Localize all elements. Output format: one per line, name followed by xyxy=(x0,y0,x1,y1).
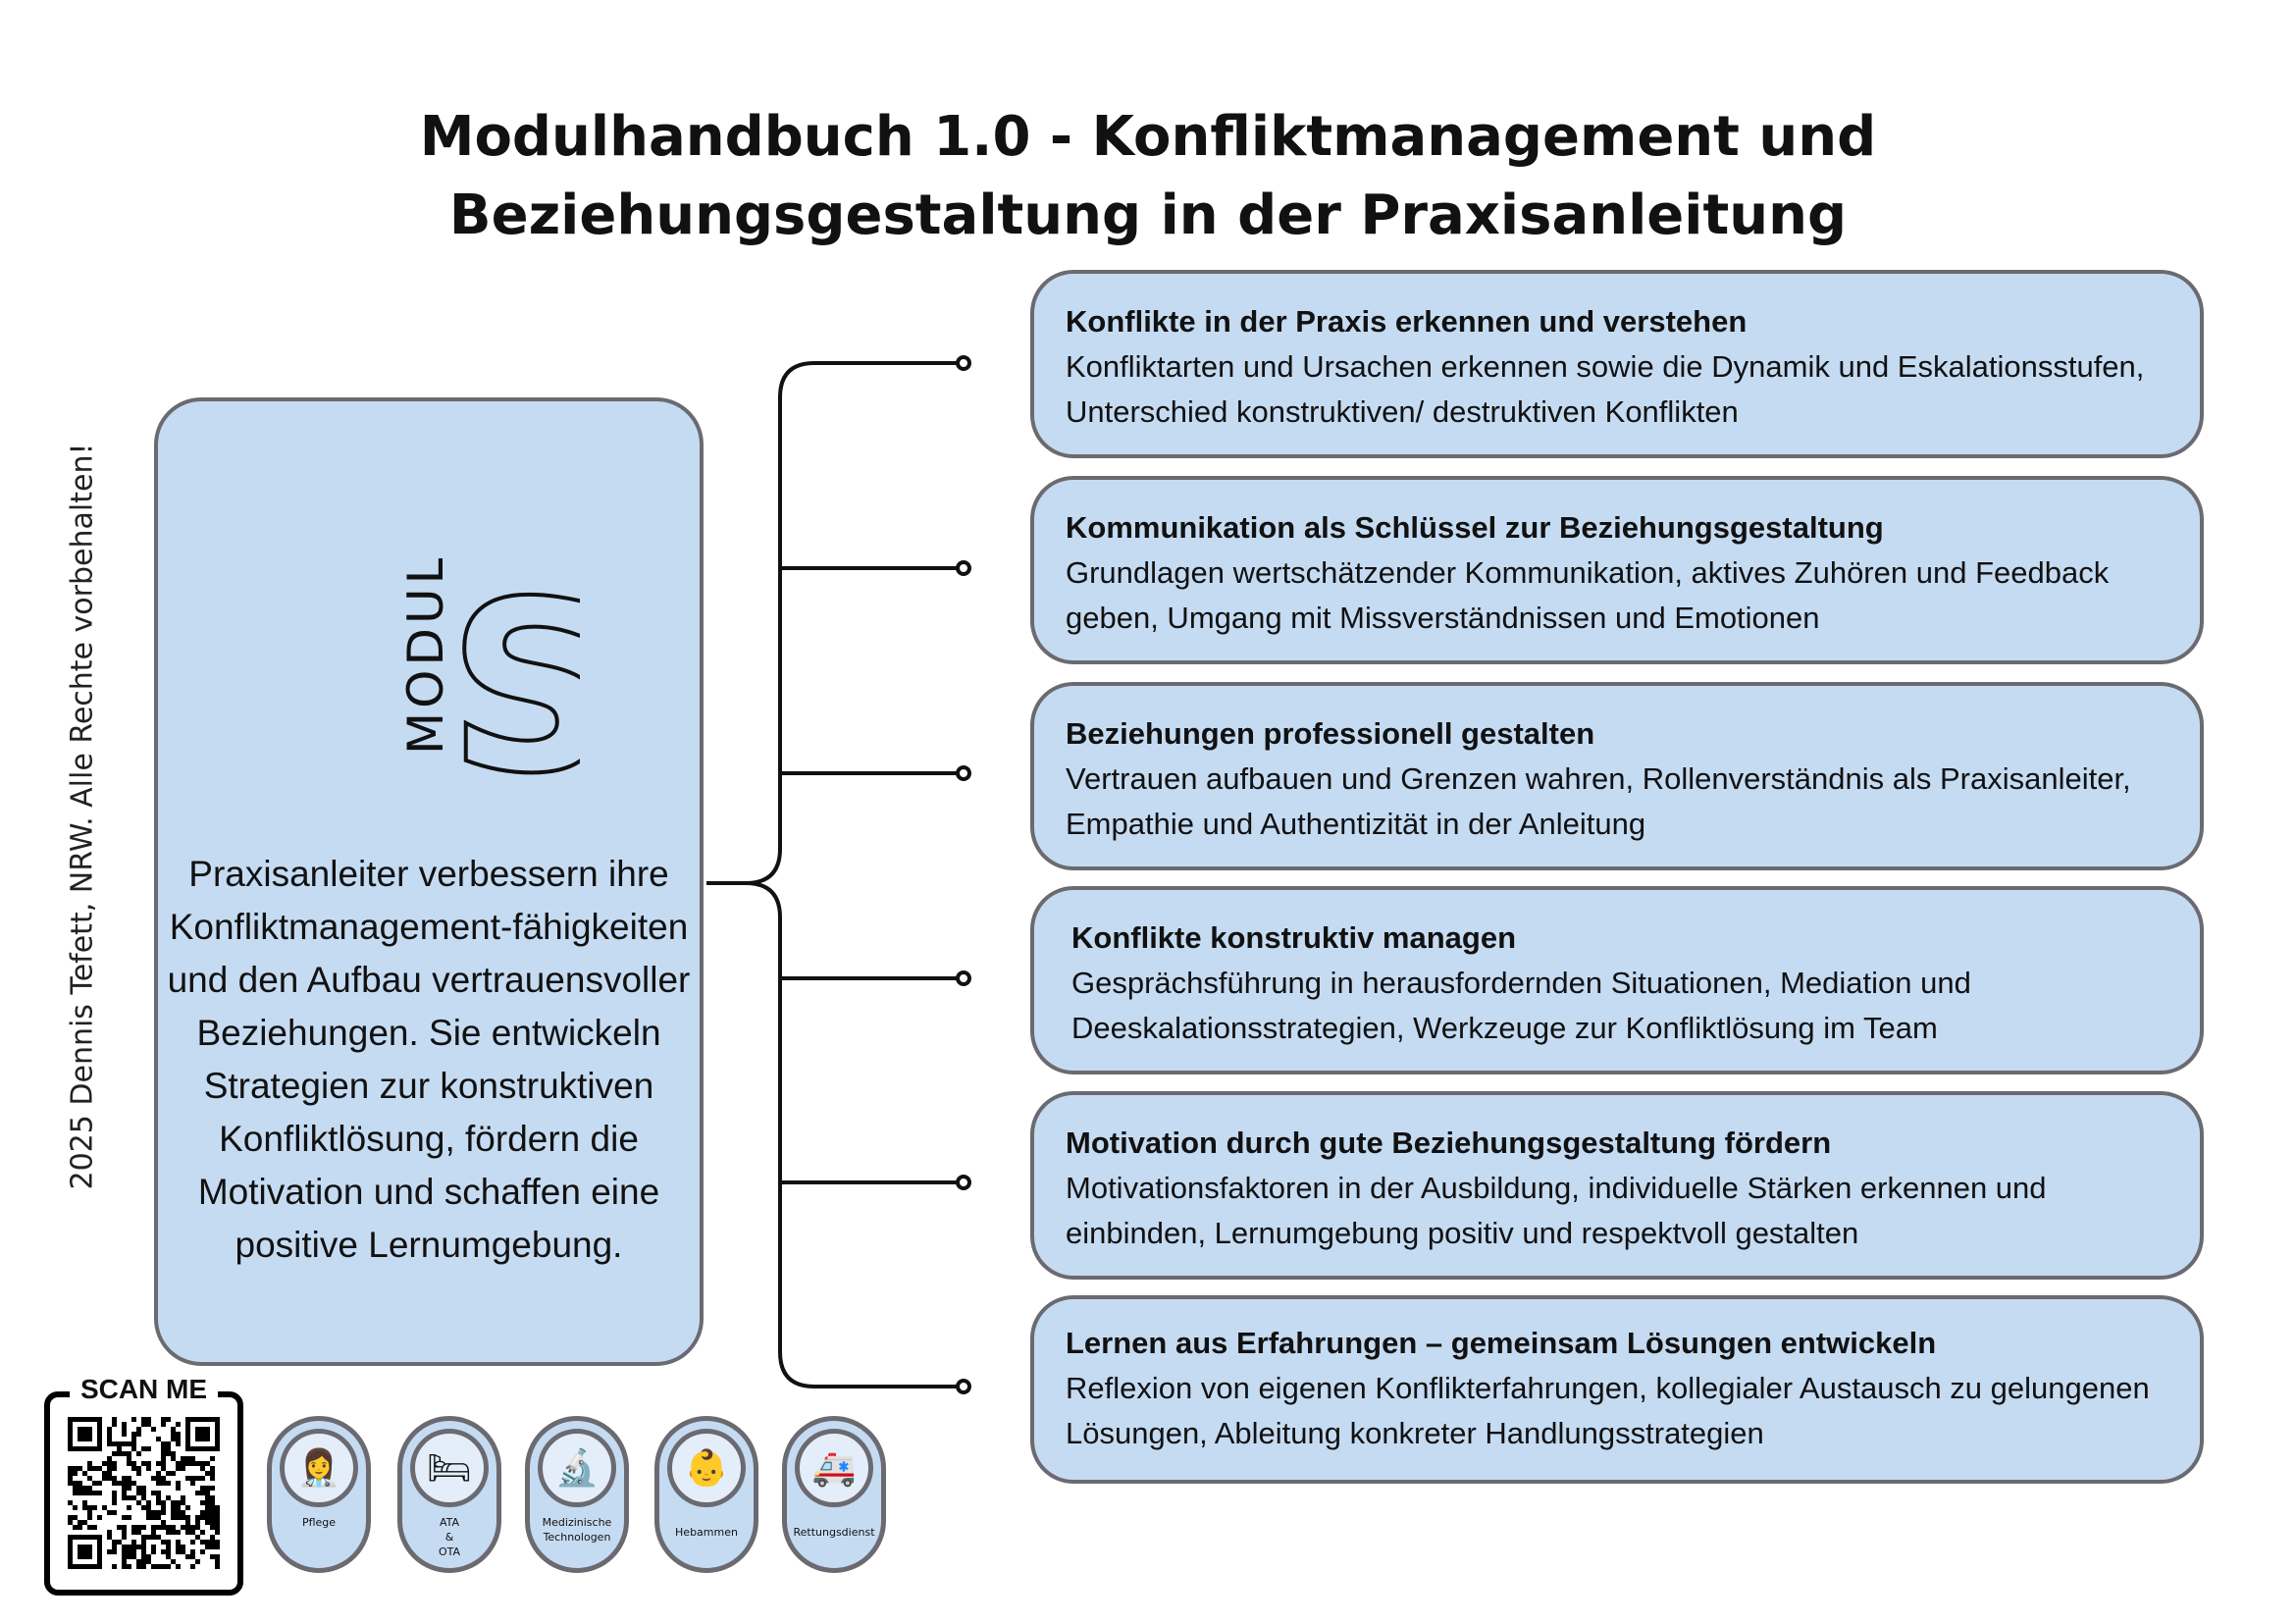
qr-code-frame[interactable]: SCAN ME xyxy=(44,1374,243,1596)
topic-heading: Konflikte konstruktiv managen xyxy=(1071,920,1517,955)
module-letter: S xyxy=(447,558,580,823)
topic-card: Lernen aus Erfahrungen – gemeinsam Lösun… xyxy=(1030,1295,2204,1484)
module-description: Praxisanleiter verbessern ihre Konfliktm… xyxy=(167,854,691,1265)
profession-ata-ota: 🛏 ATA & OTA xyxy=(397,1416,501,1573)
qr-label: SCAN ME xyxy=(70,1374,218,1405)
microscope-icon: 🔬 xyxy=(538,1429,616,1507)
topic-body: Motivationsfaktoren in der Ausbildung, i… xyxy=(1066,1171,2047,1250)
topic-heading: Beziehungen professionell gestalten xyxy=(1066,716,1595,751)
profession-label: ATA & OTA xyxy=(438,1516,461,1558)
module-summary-card: MODUL S 13 Praxisanleiter verbessern ihr… xyxy=(154,397,704,1366)
operating-table-icon: 🛏 xyxy=(410,1429,489,1507)
profession-med-tech: 🔬 Medizinische Technologen xyxy=(525,1416,629,1573)
topic-card: Konflikte in der Praxis erkennen und ver… xyxy=(1030,270,2204,458)
profession-label: Hebammen xyxy=(675,1526,738,1539)
profession-label: Pflege xyxy=(301,1516,337,1529)
topic-heading: Konflikte in der Praxis erkennen und ver… xyxy=(1066,304,1748,339)
profession-label: Medizinische Technologen xyxy=(542,1516,612,1544)
ambulance-icon: 🚑 xyxy=(795,1429,873,1507)
profession-pflege: 👩‍⚕️ Pflege xyxy=(267,1416,371,1573)
topic-heading: Motivation durch gute Beziehungsgestaltu… xyxy=(1066,1126,1832,1160)
page-title: Modulhandbuch 1.0 - Konfliktmanagement u… xyxy=(419,105,1877,247)
topic-body: Grundlagen wertschätzender Kommunikation… xyxy=(1066,555,2110,635)
topic-card: Kommunikation als Schlüssel zur Beziehun… xyxy=(1030,476,2204,664)
topic-card: Motivation durch gute Beziehungsgestaltu… xyxy=(1030,1091,2204,1280)
module-logo: MODUL S 13 xyxy=(397,558,580,823)
topic-heading: Kommunikation als Schlüssel zur Beziehun… xyxy=(1066,510,1884,545)
midwife-icon: 👶 xyxy=(667,1429,746,1507)
topic-heading: Lernen aus Erfahrungen – gemeinsam Lösun… xyxy=(1066,1326,1937,1360)
topic-body: Reflexion von eigenen Konflikterfahrunge… xyxy=(1066,1371,2150,1450)
topic-body: Vertrauen aufbauen und Grenzen wahren, R… xyxy=(1066,761,2131,841)
topic-body: Gesprächsführung in herausfordernden Sit… xyxy=(1071,966,1971,1045)
profession-rettungsdienst: 🚑 Rettungsdienst xyxy=(782,1416,886,1573)
qr-code-icon[interactable] xyxy=(68,1417,220,1569)
profession-hebammen: 👶 Hebammen xyxy=(654,1416,758,1573)
profession-label: Rettungsdienst xyxy=(793,1526,875,1539)
module-label: MODUL xyxy=(397,558,454,755)
nurse-icon: 👩‍⚕️ xyxy=(280,1429,358,1507)
topic-body: Konfliktarten und Ursachen erkennen sowi… xyxy=(1066,349,2145,429)
